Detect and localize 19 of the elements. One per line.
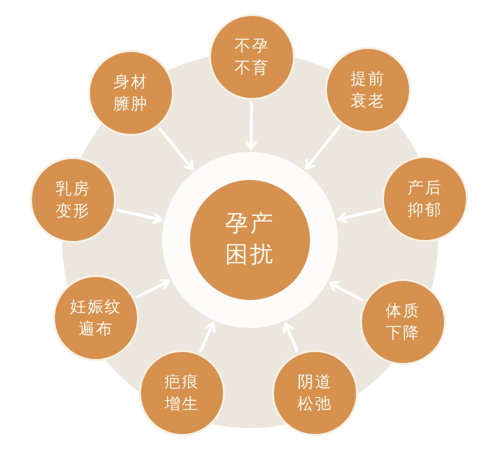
node-label: 产后抑郁 bbox=[406, 177, 444, 221]
arrow bbox=[282, 322, 298, 352]
node-label: 阴道松弛 bbox=[296, 371, 334, 415]
node-label: 孕产困扰 bbox=[224, 210, 276, 270]
node-label: 疤痕增生 bbox=[164, 371, 200, 415]
arrow bbox=[199, 322, 216, 352]
arrow bbox=[158, 127, 194, 171]
node-label: 身材臃肿 bbox=[112, 71, 150, 115]
arrow bbox=[116, 208, 163, 224]
arrow bbox=[245, 102, 257, 150]
node-label: 妊娠纹遍布 bbox=[69, 296, 123, 340]
node-label: 提前衰老 bbox=[350, 68, 386, 112]
node-label: 乳房变形 bbox=[54, 178, 92, 222]
arrow bbox=[304, 124, 342, 170]
node-label: 不孕不育 bbox=[234, 35, 270, 79]
arrow bbox=[136, 278, 170, 299]
arrow bbox=[328, 281, 364, 302]
node-label: 体质下降 bbox=[384, 300, 422, 344]
arrow bbox=[337, 208, 382, 224]
